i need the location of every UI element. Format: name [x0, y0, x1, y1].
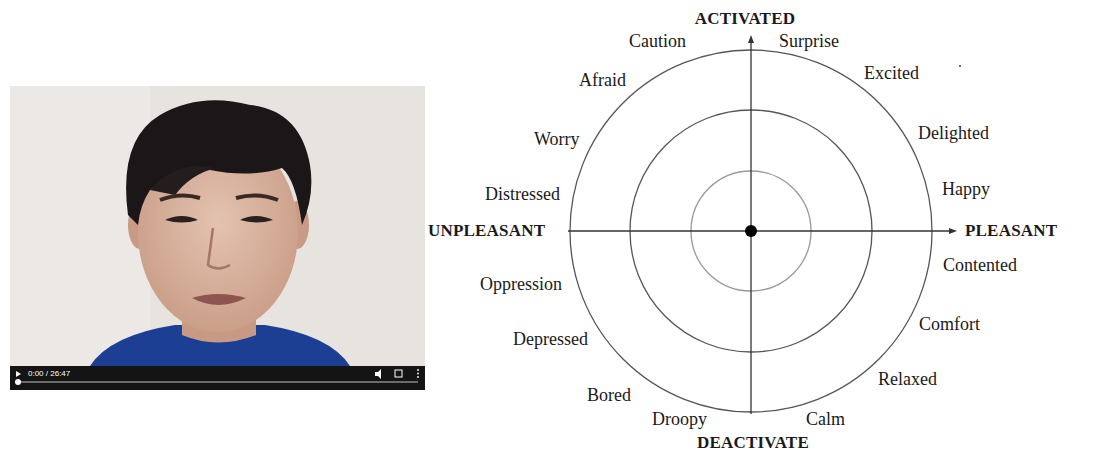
emotion-label: Depressed — [513, 329, 588, 349]
emotion-label: Caution — [629, 31, 686, 51]
emotion-label: Calm — [806, 409, 845, 429]
emotion-label: Afraid — [579, 70, 626, 90]
emotion-label: Contented — [943, 255, 1017, 275]
emotion-label: Delighted — [918, 123, 989, 143]
axis-label: DEACTIVATE — [697, 433, 809, 453]
axis-label: ACTIVATED — [695, 9, 795, 29]
video-photo — [10, 86, 425, 390]
emotion-label: Oppression — [480, 274, 562, 294]
emotion-label: Excited — [864, 63, 919, 83]
emotion-label: Distressed — [485, 184, 560, 204]
video-timestamp: 0:00 / 26:47 — [28, 369, 70, 379]
axis-label: PLEASANT — [965, 221, 1057, 241]
emotion-label: Relaxed — [878, 369, 937, 389]
emotion-label: Happy — [942, 179, 990, 199]
emotion-label: Bored — [587, 385, 631, 405]
circumplex-wheel — [568, 35, 961, 414]
emotion-label: Surprise — [779, 31, 839, 51]
emotion-label: Droopy — [652, 409, 707, 429]
emotion-label: Worry — [534, 129, 580, 149]
axis-label: UNPLEASANT — [428, 221, 545, 241]
emotion-label: Comfort — [919, 314, 980, 334]
